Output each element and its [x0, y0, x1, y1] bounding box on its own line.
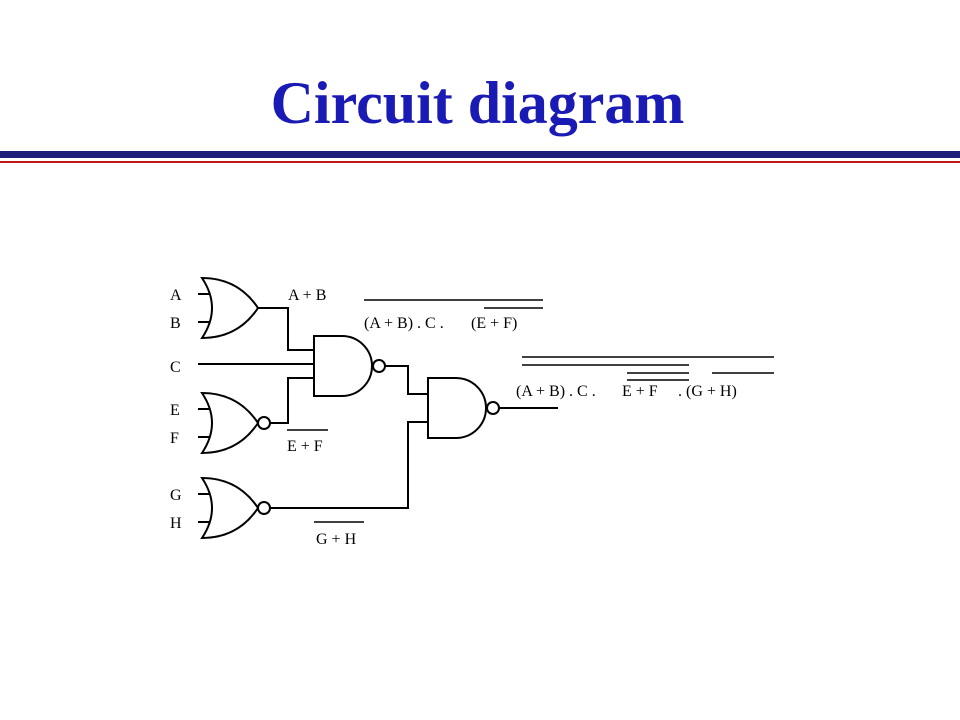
label-or-ab: A + B	[288, 287, 326, 304]
or-gate-ab	[200, 276, 260, 340]
wire-nand1-to-nand2	[385, 365, 428, 395]
title-rule-blue	[0, 151, 960, 158]
input-label-g: G	[170, 487, 182, 504]
nor-gate-ef	[200, 391, 260, 455]
nand-gate-1-bubble	[372, 359, 386, 373]
input-label-b: B	[170, 315, 181, 332]
label-nand1-part2: (E + F)	[471, 315, 517, 332]
label-nand1-part1: (A + B) . C .	[364, 315, 444, 332]
label-final-part3: . (G + H)	[678, 383, 737, 400]
label-final-part2: E + F	[622, 383, 658, 400]
nand-gate-2	[427, 377, 487, 439]
label-nor-gh: G + H	[316, 531, 357, 548]
label-nor-ef: E + F	[287, 438, 323, 455]
nand-gate-1	[313, 335, 373, 397]
wire-gh-to-nand2	[270, 421, 428, 509]
label-final-part1: (A + B) . C .	[516, 383, 596, 400]
wire-ab-to-nand1	[258, 307, 314, 351]
slide-title: Circuit diagram	[270, 70, 685, 136]
nor-gate-gh-bubble	[257, 501, 271, 515]
input-label-e: E	[170, 402, 180, 419]
input-label-a: A	[170, 287, 182, 304]
wire-ef-to-nand1	[270, 377, 314, 424]
nor-gate-gh	[200, 476, 260, 540]
nor-gate-ef-bubble	[257, 416, 271, 430]
title-rule-red	[0, 161, 960, 163]
input-label-h: H	[170, 515, 182, 532]
input-label-f: F	[170, 430, 179, 447]
input-label-c: C	[170, 359, 181, 376]
nand-gate-2-bubble	[486, 401, 500, 415]
